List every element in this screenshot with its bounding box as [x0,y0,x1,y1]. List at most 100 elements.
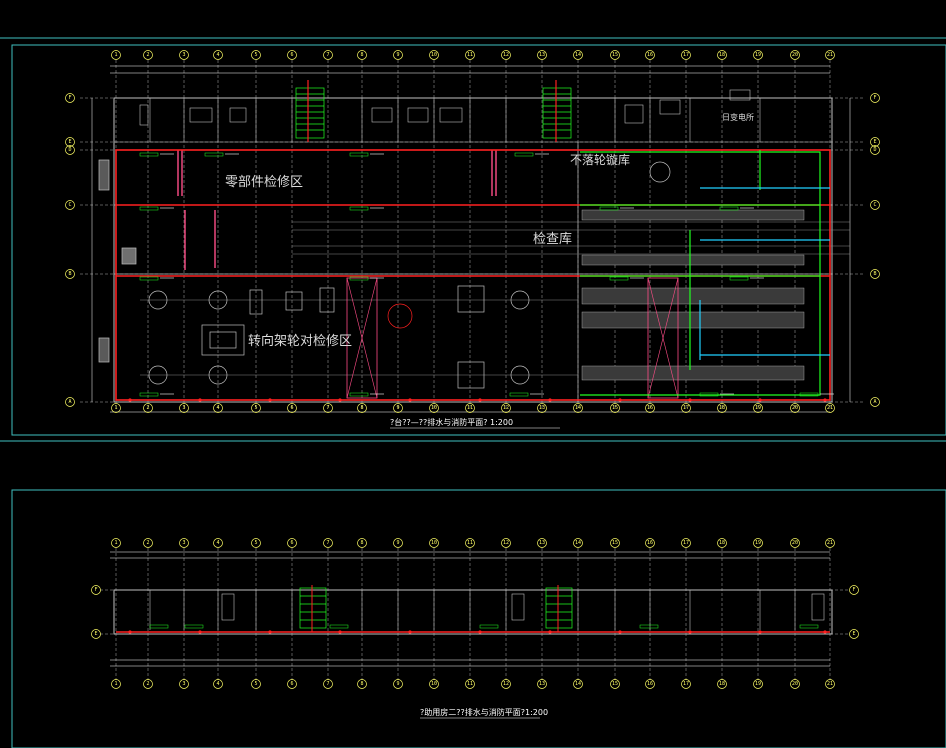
axis-label-9: 9 [396,681,399,687]
pipe-tag [699,392,719,397]
axis-label-9: 9 [396,540,399,546]
axis-bubble-4 [213,538,223,548]
axis-label-3: 3 [182,540,185,546]
axis-bubble-12 [501,403,511,413]
area-label-parts: 零部件检修区 [225,175,303,190]
axis-label-14: 14 [575,405,581,411]
axis-bubble-16 [645,679,655,689]
axis-bubble-21 [825,50,835,60]
axis-bubble-8 [357,679,367,689]
axis-bubble-9 [393,403,403,413]
axis-bubble-18 [717,538,727,548]
axis-label-8: 8 [360,52,363,58]
axis-bubble-15 [610,538,620,548]
axis-row-bubble-A [870,397,880,407]
axis-bubble-10 [429,50,439,60]
axis-row-label-D: D [68,147,71,153]
fire-valve-dot [408,630,412,634]
fire-valve-dot [338,630,342,634]
aux-room-walls [149,590,825,630]
axis-label-19: 19 [755,52,761,58]
axis-label-5: 5 [254,52,257,58]
crane-frames [177,150,679,399]
axis-row-bubble-C [65,200,75,210]
axis-label-13: 13 [539,540,545,546]
axis-bubble-7 [323,403,333,413]
axis-label-15: 15 [612,52,618,58]
area-label-inspection: 检查库 [533,231,572,247]
pipe-tag [139,392,159,397]
fire-valve-dot [618,630,622,634]
axis-row-bubble-E [65,137,75,147]
axis-label-8: 8 [360,405,363,411]
floor-plan-main: 1122334455667788991010111112121313141415… [65,50,880,429]
axis-row-bubble-2-E [91,629,101,639]
axis-bubble-19 [753,538,763,548]
pipe-tag [349,152,369,157]
pipe-tag [479,624,499,629]
axis-label-11: 11 [467,52,473,58]
fire-valve-dot [688,398,692,402]
axis-label-5: 5 [254,405,257,411]
axis-label-3: 3 [182,52,185,58]
axis-row-bubble-2-F [849,585,859,595]
stair-left [295,87,325,139]
axis-label-4: 4 [216,405,219,411]
axis-bubble-7 [323,50,333,60]
axis-bubble-12 [501,538,511,548]
axis-label-15: 15 [612,681,618,687]
axis-bubble-12 [501,50,511,60]
axis-bubble-20 [790,679,800,689]
axis-bubble-2 [143,403,153,413]
axis-bubble-11 [465,538,475,548]
axis-label-4: 4 [216,540,219,546]
pipe-tag [799,392,819,397]
axis-row-bubble-B [870,269,880,279]
axis-bubble-13 [537,403,547,413]
axis-bubble-14 [573,403,583,413]
axis-row-label-2-E: E [94,631,97,637]
axis-label-3: 3 [182,405,185,411]
axis-label-10: 10 [431,681,437,687]
axis-label-10: 10 [431,52,437,58]
axis-label-20: 20 [792,540,798,546]
axis-row-bubble-2-F [91,585,101,595]
fire-valve-dot [823,630,827,634]
axis-bubble-20 [790,50,800,60]
axis-label-13: 13 [539,681,545,687]
fire-valve-dot [198,398,202,402]
axis-row-bubble-B [65,269,75,279]
axis-bubble-18 [717,403,727,413]
axis-row-label-A: A [68,399,71,405]
pipe-tag [799,624,819,629]
pipe-tag [719,206,739,211]
axis-row-bubble-2-E [849,629,859,639]
aux-stairs [299,587,573,629]
axis-label-19: 19 [755,681,761,687]
axis-bubble-6 [287,538,297,548]
axis-label-1: 1 [114,540,117,546]
fire-valve-dot [758,398,762,402]
axis-bubble-2 [143,679,153,689]
axis-bubble-2 [143,50,153,60]
pipe-tag [149,624,169,629]
axis-label-5: 5 [254,681,257,687]
axis-bubble-4 [213,403,223,413]
wheelset-turntables [148,161,671,385]
axis-label-20: 20 [792,405,798,411]
axis-bubble-10 [429,403,439,413]
fire-valve-dot [478,398,482,402]
axis-bubble-3 [179,50,189,60]
axis-bubble-20 [790,403,800,413]
axis-label-17: 17 [683,405,689,411]
axis-bubble-9 [393,679,403,689]
axis-bubble-7 [323,538,333,548]
axis-row-label-E: E [68,139,71,145]
axis-label-18: 18 [719,405,725,411]
pipe-tag [599,206,619,211]
axis-label-7: 7 [326,405,329,411]
pipe-labels-2 [128,624,827,634]
axis-bubble-21 [825,538,835,548]
